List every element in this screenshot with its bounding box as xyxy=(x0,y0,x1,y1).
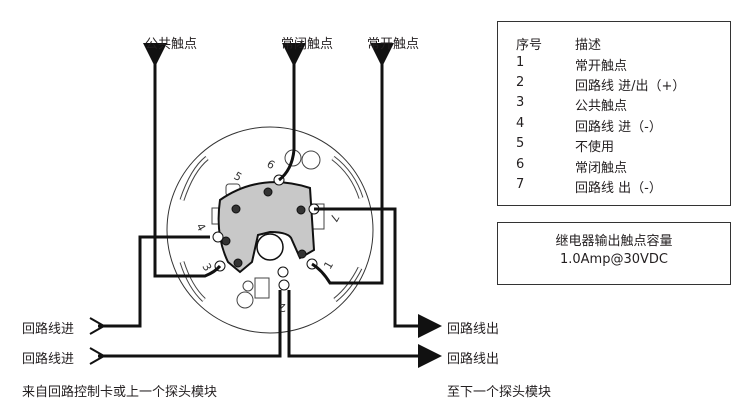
legend-header-desc: 描述 xyxy=(575,38,602,53)
wire-nc xyxy=(278,43,306,182)
legend-num: 5 xyxy=(516,136,525,151)
label-nc-contact: 常闭触点 xyxy=(281,37,334,52)
legend-desc: 不使用 xyxy=(575,140,615,155)
wire-no xyxy=(311,43,394,285)
arrow-in-1-icon xyxy=(89,317,107,335)
plate-screws xyxy=(221,187,307,268)
legend-num: 6 xyxy=(516,157,525,172)
label-loop-in-1: 回路线进 xyxy=(22,322,75,337)
legend-desc: 常开触点 xyxy=(575,59,628,74)
from-note: 来自回路控制卡或上一个探头模块 xyxy=(22,385,218,400)
arrow-in-2-icon xyxy=(89,347,107,365)
rating-title: 继电器输出触点容量 xyxy=(555,234,673,249)
terminal-2: 2 xyxy=(279,301,286,314)
legend-num: 7 xyxy=(516,177,525,192)
legend-num: 2 xyxy=(516,75,525,90)
legend-num: 1 xyxy=(516,55,525,70)
relay-rating-box: 继电器输出触点容量 1.0Amp@30VDC xyxy=(497,222,731,285)
wire-loop-in-2 xyxy=(98,290,282,358)
wire-loop-in-1 xyxy=(98,235,210,328)
legend-desc: 回路线 出（-） xyxy=(575,181,662,196)
label-loop-out-2: 回路线出 xyxy=(447,352,500,367)
label-loop-in-2: 回路线进 xyxy=(22,352,75,367)
wire-common xyxy=(143,43,222,278)
legend-header-num: 序号 xyxy=(516,38,543,53)
legend-desc: 公共触点 xyxy=(575,99,628,114)
to-note: 至下一个探头模块 xyxy=(447,385,552,400)
wires xyxy=(98,43,442,368)
legend-num: 3 xyxy=(516,95,525,110)
terminal-legend: 序号 描述 1 常开触点 2 回路线 进/出（+） 3 公共触点 4 回路线 进… xyxy=(497,21,731,206)
rating-value: 1.0Amp@30VDC xyxy=(559,252,668,267)
wire-loop-out-1 xyxy=(314,207,442,338)
base-slots xyxy=(179,149,364,309)
wire-loop-out-2 xyxy=(287,290,442,368)
legend-desc: 回路线 进/出（+） xyxy=(575,79,686,94)
legend-num: 4 xyxy=(516,116,525,131)
label-no-contact: 常开触点 xyxy=(367,37,420,52)
label-common-contact: 公共触点 xyxy=(145,37,198,52)
label-loop-out-1: 回路线出 xyxy=(447,322,500,337)
legend-desc: 常闭触点 xyxy=(575,161,628,176)
legend-desc: 回路线 进（-） xyxy=(575,120,662,135)
